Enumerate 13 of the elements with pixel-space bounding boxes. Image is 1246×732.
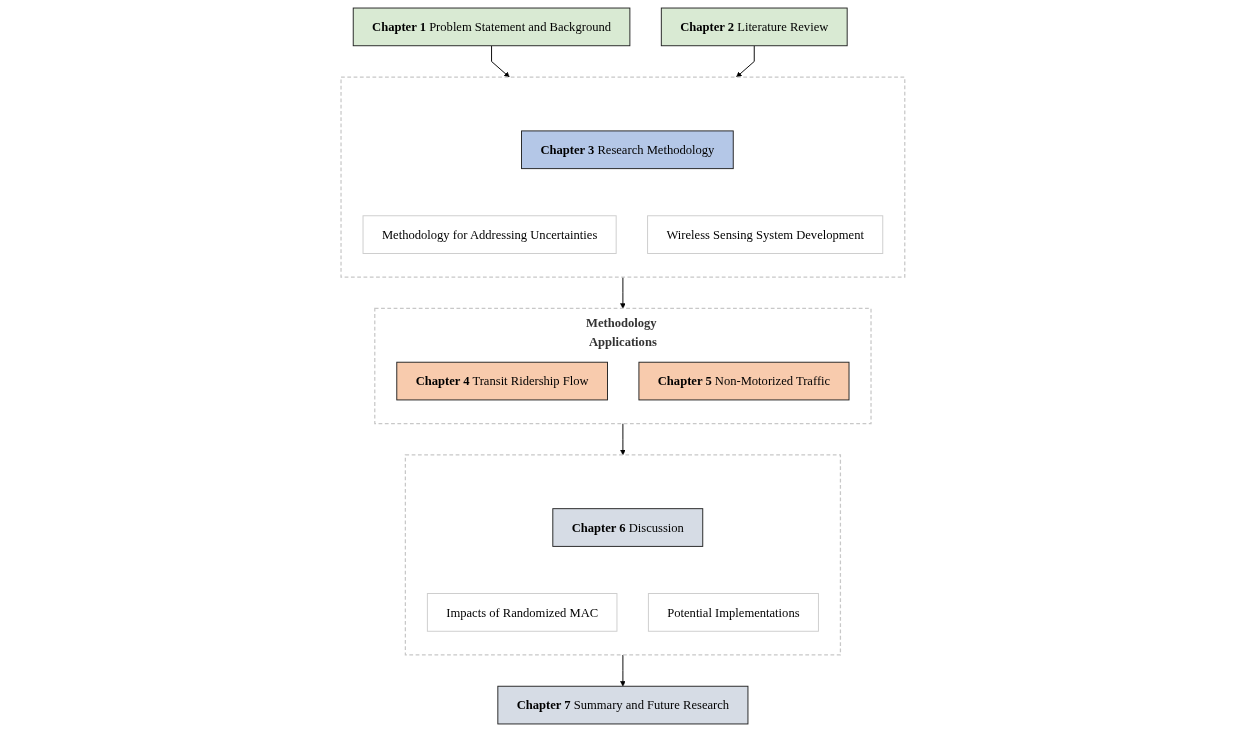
node-box: Wireless Sensing System Development [647, 215, 884, 254]
node-box: Methodology for Addressing Uncertainties [362, 215, 617, 254]
cluster [404, 454, 842, 656]
node-box: Chapter 5 Non-Motorized Traffic [638, 361, 850, 401]
node-box: Potential Implementations [648, 593, 819, 632]
node-box: Chapter 2 Literature Review [660, 7, 848, 47]
cluster [340, 76, 906, 278]
node-box: Chapter 1 Problem Statement and Background [352, 7, 631, 47]
node-box: Chapter 4 Transit Ridership Flow [396, 361, 609, 401]
node-box: Chapter 7 Summary and Future Research [497, 685, 749, 725]
node-box: Impacts of Randomized MAC [427, 593, 618, 632]
node-box: Chapter 3 Research Methodology [521, 130, 734, 170]
node-box: Chapter 6 Discussion [552, 508, 704, 547]
